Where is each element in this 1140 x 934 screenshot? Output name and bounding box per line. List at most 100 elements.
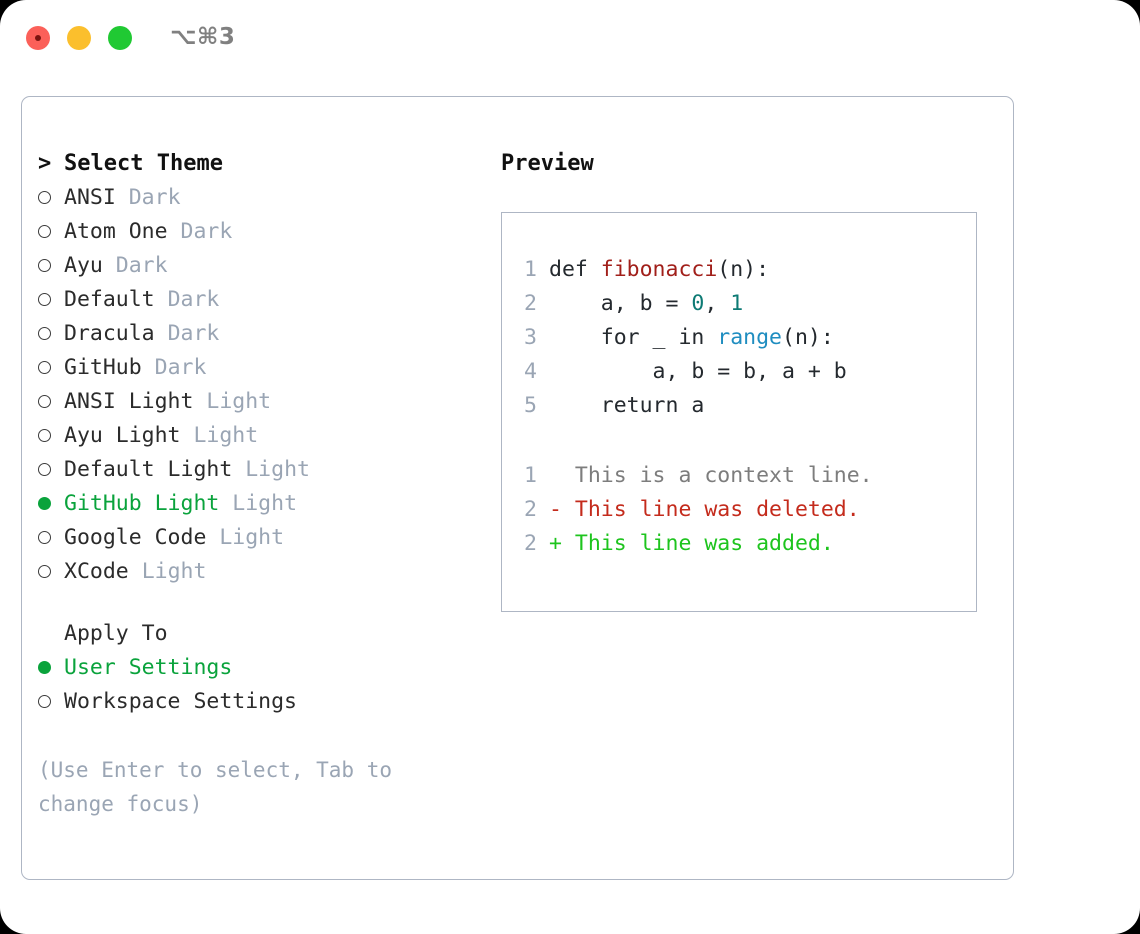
diff-line-text-add: + This line was added. (549, 531, 834, 556)
code-line: 4 a, b = b, a + b (513, 359, 976, 393)
diff-text: This is a context line. (574, 463, 873, 488)
theme-list-item[interactable]: ANSI Light Light (38, 389, 468, 423)
code-token-plain: def (549, 257, 601, 282)
line-number: 5 (524, 393, 537, 418)
theme-name: Google Code (64, 525, 207, 550)
theme-list-item[interactable]: Dracula Dark (38, 321, 468, 355)
theme-name: ANSI Light (64, 389, 194, 414)
code-line: 2 a, b = 0, 1 (513, 291, 976, 325)
theme-variant-tag: Light (245, 457, 310, 482)
select-theme-header: > Select Theme (38, 151, 468, 185)
theme-list-item[interactable]: Default Dark (38, 287, 468, 321)
code-line: 3 for _ in range(n): (513, 325, 976, 359)
diff-text: This line was added. (574, 531, 834, 556)
theme-name: Default (64, 287, 155, 312)
code-token-num: 1 (730, 291, 744, 316)
theme-name: XCode (64, 559, 129, 584)
code-line-text: a, b = b, a + b (549, 359, 847, 384)
theme-list-item[interactable]: Ayu Light Light (38, 423, 468, 457)
line-number: 2 (524, 291, 537, 316)
code-token-plain: a, b = (549, 291, 692, 316)
theme-list-item[interactable]: ANSI Dark (38, 185, 468, 219)
apply-to-option-label: User Settings (64, 655, 233, 680)
line-number: 2 (524, 497, 537, 522)
diff-marker: + (549, 531, 575, 556)
line-number: 1 (524, 257, 537, 282)
maximize-button[interactable] (108, 26, 132, 50)
theme-name: Dracula (64, 321, 155, 346)
apply-to-option-label: Workspace Settings (64, 689, 297, 714)
code-line-text: for _ in range(n): (549, 325, 834, 350)
apply-to-option[interactable]: User Settings (38, 655, 468, 689)
code-line-text: return a (549, 393, 705, 418)
theme-name: Default Light (64, 457, 233, 482)
code-token-plain: (n): (782, 325, 834, 350)
line-number: 1 (524, 463, 537, 488)
theme-variant-tag: Dark (154, 355, 207, 380)
code-token-num: 0 (691, 291, 705, 316)
diff-marker (549, 463, 575, 488)
code-token-func: fibonacci (600, 257, 718, 282)
theme-list-item[interactable]: Atom One Dark (38, 219, 468, 253)
theme-name: Atom One (64, 219, 168, 244)
theme-name: GitHub (64, 355, 142, 380)
diff-line-text-del: - This line was deleted. (549, 497, 860, 522)
code-line: 1 def fibonacci(n): (513, 257, 976, 291)
line-number: 4 (524, 359, 537, 384)
code-line-text: def fibonacci(n): (549, 257, 769, 282)
theme-list-item[interactable]: XCode Light (38, 559, 468, 593)
code-token-plain: for _ in (549, 325, 718, 350)
code-token-plain: (n): (717, 257, 770, 282)
code-line: 5 return a (513, 393, 976, 427)
theme-list-item[interactable]: Default Light Light (38, 457, 468, 491)
theme-list-item[interactable]: GitHub Light Light (38, 491, 468, 525)
diff-line-text-context: This is a context line. (549, 463, 873, 488)
caret-icon: > (38, 151, 52, 176)
diff-line: 2 + This line was added. (513, 531, 976, 565)
preview-title: Preview (501, 151, 594, 176)
select-theme-label: Select Theme (64, 151, 223, 176)
diff-text: This line was deleted. (574, 497, 860, 522)
theme-variant-tag: Dark (115, 253, 168, 278)
theme-list-item[interactable]: GitHub Dark (38, 355, 468, 389)
line-number: 3 (524, 325, 537, 350)
code-token-plain: a, b = b, a + b (549, 359, 847, 384)
apply-to-label: Apply To (64, 621, 168, 646)
theme-variant-tag: Dark (167, 321, 220, 346)
line-number: 2 (524, 531, 537, 556)
close-button[interactable] (26, 26, 50, 50)
code-token-builtin: range (717, 325, 783, 350)
code-token-plain: return a (549, 393, 705, 418)
code-line-text: a, b = 0, 1 (549, 291, 743, 316)
theme-variant-tag: Dark (128, 185, 181, 210)
theme-variant-tag: Light (219, 525, 285, 550)
theme-list-item[interactable]: Google Code Light (38, 525, 468, 559)
theme-name: Ayu Light (64, 423, 181, 448)
diff-marker: - (549, 497, 575, 522)
theme-variant-tag: Light (141, 559, 207, 584)
theme-variant-tag: Dark (180, 219, 233, 244)
diff-line: 2- This line was deleted. (513, 497, 976, 531)
window-controls (26, 26, 132, 50)
code-token-plain: , (704, 291, 731, 316)
diff-sample: 1 This is a context line.2- This line wa… (513, 463, 976, 565)
theme-variant-tag: Dark (167, 287, 220, 312)
minimize-button[interactable] (67, 26, 91, 50)
theme-variant-tag: Light (193, 423, 259, 448)
apply-to-header: Apply To (38, 621, 468, 655)
apply-to-option[interactable]: Workspace Settings (38, 689, 468, 723)
theme-name: GitHub Light (64, 491, 220, 516)
title-bar: ⌥⌘3 (0, 0, 1140, 78)
theme-variant-tag: Light (232, 491, 298, 516)
keyboard-hint: (Use Enter to select, Tab to change focu… (38, 758, 405, 816)
theme-name: ANSI (64, 185, 116, 210)
theme-list-item[interactable]: Ayu Dark (38, 253, 468, 287)
diff-line: 1 This is a context line. (513, 463, 976, 497)
